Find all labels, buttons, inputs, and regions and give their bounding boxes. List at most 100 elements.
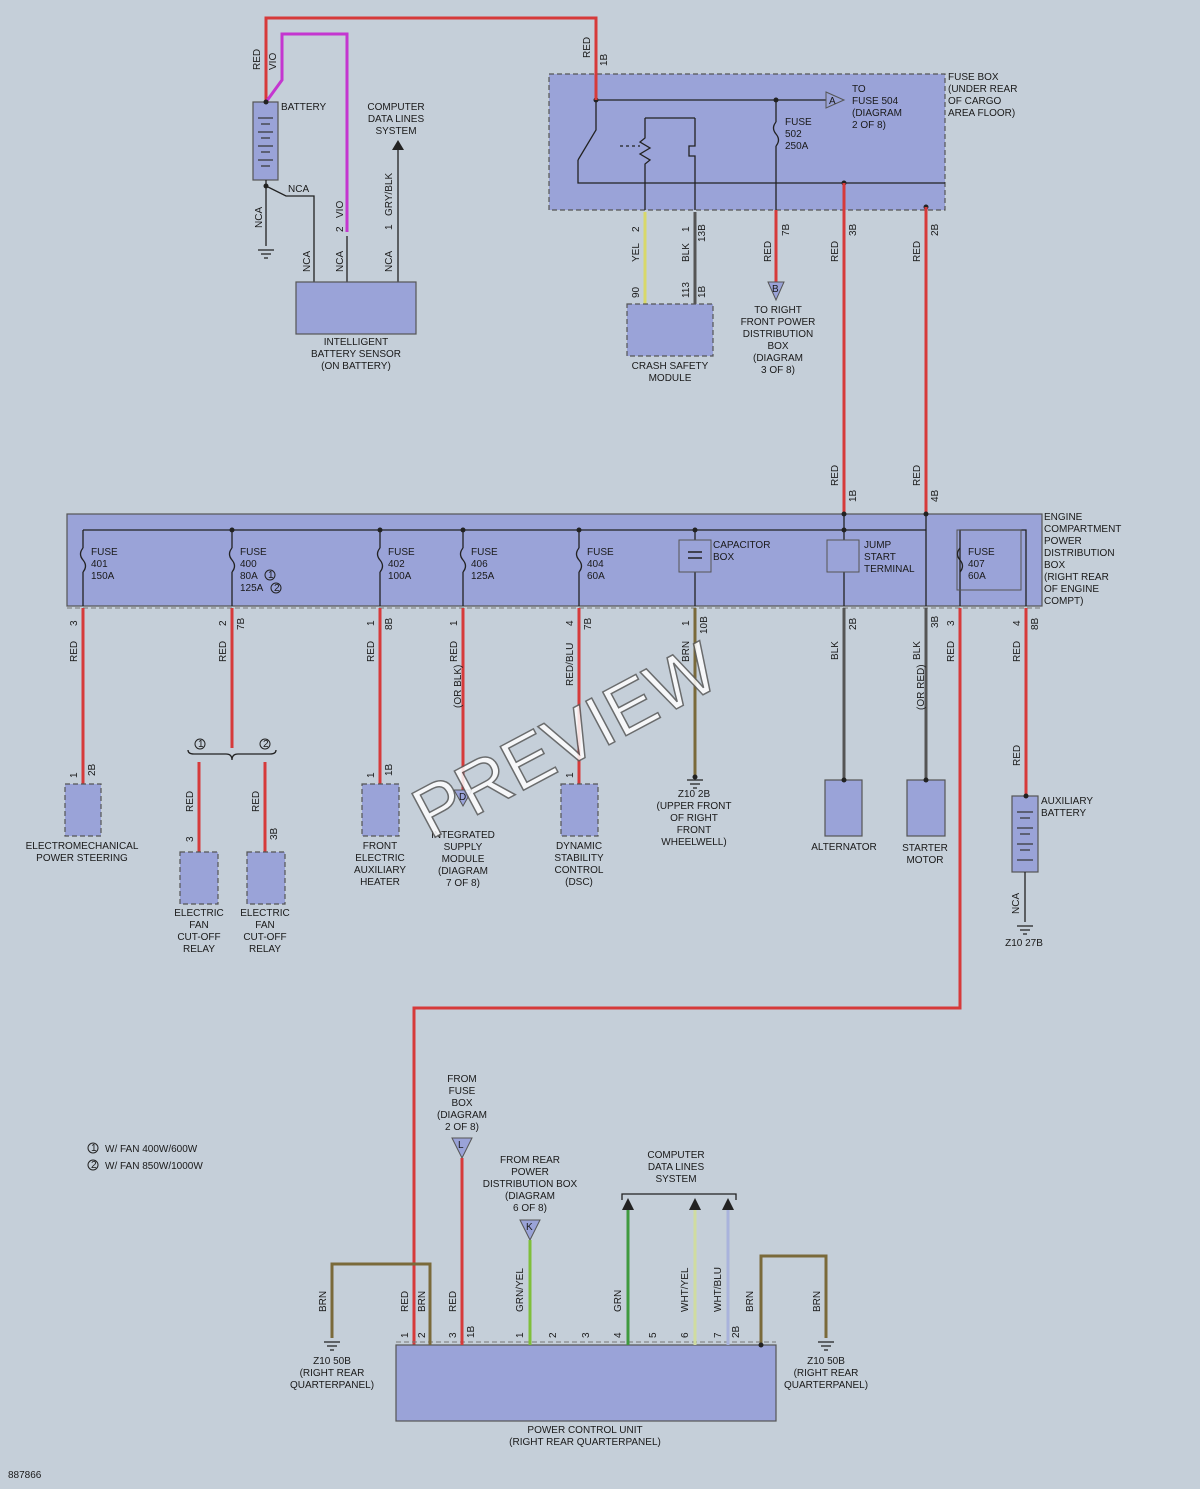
svg-text:FUSE: FUSE — [587, 547, 614, 558]
wire-label: NCA — [384, 251, 395, 272]
pin-label: 2B — [848, 617, 859, 630]
svg-text:SYSTEM: SYSTEM — [655, 1174, 696, 1185]
wire-label: WHT/BLU — [713, 1267, 724, 1312]
svg-text:FUSE: FUSE — [91, 547, 118, 558]
svg-text:BOX: BOX — [713, 552, 734, 563]
svg-text:404: 404 — [587, 559, 604, 570]
pin-label: 7B — [236, 617, 247, 630]
starter-motor[interactable] — [906, 779, 946, 837]
fuse-box-rear — [548, 73, 946, 211]
option-1-text: 1 — [198, 739, 204, 750]
ground-icon — [818, 1341, 834, 1351]
wire-label: YEL — [631, 243, 642, 262]
svg-text:AUXILIARY: AUXILIARY — [1041, 796, 1093, 807]
wire-brn-pcu-left[interactable] — [330, 1262, 432, 1345]
svg-text:POWER: POWER — [511, 1167, 549, 1178]
rfpdb-label: TO RIGHT FRONT POWER DISTRIBUTION BOX (D… — [741, 305, 816, 376]
wire-label: BLK — [830, 641, 841, 660]
svg-text:TO RIGHT: TO RIGHT — [754, 305, 802, 316]
svg-text:502: 502 — [785, 129, 802, 140]
svg-text:2 OF 8): 2 OF 8) — [445, 1122, 479, 1133]
fuse-icon — [575, 547, 583, 573]
junction — [263, 99, 269, 105]
wire-label: GRY/BLK — [384, 173, 395, 216]
svg-text:MODULE: MODULE — [649, 373, 692, 384]
pin-label: 1 — [565, 772, 576, 778]
svg-text:POWER STEERING: POWER STEERING — [36, 853, 128, 864]
svg-text:80A: 80A — [240, 571, 258, 582]
pin-label: 6 — [680, 1332, 691, 1338]
fuse-icon — [228, 547, 236, 573]
fuse-icon — [459, 547, 467, 573]
arrow-up-icon — [689, 1198, 701, 1210]
electromechanical-power-steering[interactable] — [64, 783, 102, 837]
ibs-label: INTELLIGENT BATTERY SENSOR (ON BATTERY) — [311, 337, 401, 372]
pin-label: 3B — [848, 223, 859, 236]
pin-label: 8B — [1030, 617, 1041, 630]
fan-cutoff-relay-2[interactable] — [246, 851, 286, 905]
dynamic-stability-control[interactable] — [560, 783, 599, 837]
svg-text:1: 1 — [91, 1143, 97, 1154]
connector-a-icon[interactable] — [825, 91, 846, 109]
svg-text:AREA FLOOR): AREA FLOOR) — [948, 108, 1015, 119]
pin-label: 3B — [930, 615, 941, 628]
wire-label: RED — [912, 241, 923, 262]
option-2-text: 2 — [263, 739, 269, 750]
svg-text:COMPUTER: COMPUTER — [367, 102, 424, 113]
pin-label: 2B — [731, 1325, 742, 1338]
wire-red-battery-main[interactable] — [264, 16, 598, 102]
crash-safety-module[interactable] — [626, 303, 714, 357]
engine-compartment-pdb[interactable] — [66, 513, 1043, 607]
power-control-unit[interactable] — [395, 1344, 777, 1422]
fan-cutoff-relay-1[interactable] — [179, 851, 219, 905]
svg-text:(RIGHT REAR: (RIGHT REAR — [794, 1368, 859, 1379]
data-lines-bracket — [621, 1193, 737, 1200]
arrow-up-icon — [622, 1198, 634, 1210]
svg-text:MOTOR: MOTOR — [906, 855, 943, 866]
svg-text:FUSE: FUSE — [449, 1086, 476, 1097]
connector-l-icon[interactable] — [451, 1137, 473, 1160]
svg-text:TERMINAL: TERMINAL — [864, 564, 915, 575]
alternator[interactable] — [824, 779, 863, 837]
connector-b-icon[interactable] — [767, 281, 785, 302]
aux-battery-cells-icon — [1017, 811, 1033, 861]
svg-text:COMPT): COMPT) — [1044, 596, 1083, 607]
front-electric-auxiliary-heater[interactable] — [361, 783, 400, 837]
svg-text:Z10 2B: Z10 2B — [678, 789, 711, 800]
option-1-mark — [194, 738, 206, 750]
wire-label: NCA — [1011, 893, 1022, 914]
wire-brn-pcu-right[interactable] — [759, 1254, 828, 1345]
svg-text:(DSC): (DSC) — [565, 877, 593, 888]
wire-label: BLK — [912, 641, 923, 660]
connector-d-icon[interactable] — [453, 789, 473, 808]
svg-text:RELAY: RELAY — [183, 944, 215, 955]
svg-text:6 OF 8): 6 OF 8) — [513, 1203, 547, 1214]
wire-vio-ibs[interactable] — [264, 32, 349, 232]
svg-text:DATA LINES: DATA LINES — [648, 1162, 705, 1173]
svg-text:Z10 50B: Z10 50B — [807, 1356, 845, 1367]
svg-text:150A: 150A — [91, 571, 115, 582]
wire-red-pcu-main[interactable] — [412, 608, 962, 1345]
svg-text:2: 2 — [274, 583, 280, 594]
connector-k-icon[interactable] — [519, 1219, 541, 1242]
junction — [841, 777, 847, 783]
svg-text:ELECTROMECHANICAL: ELECTROMECHANICAL — [26, 841, 139, 852]
svg-text:SYSTEM: SYSTEM — [375, 126, 416, 137]
svg-text:ENGINE: ENGINE — [1044, 512, 1083, 523]
wire-label: BRN — [681, 641, 692, 662]
intelligent-battery-sensor[interactable] — [295, 281, 417, 335]
